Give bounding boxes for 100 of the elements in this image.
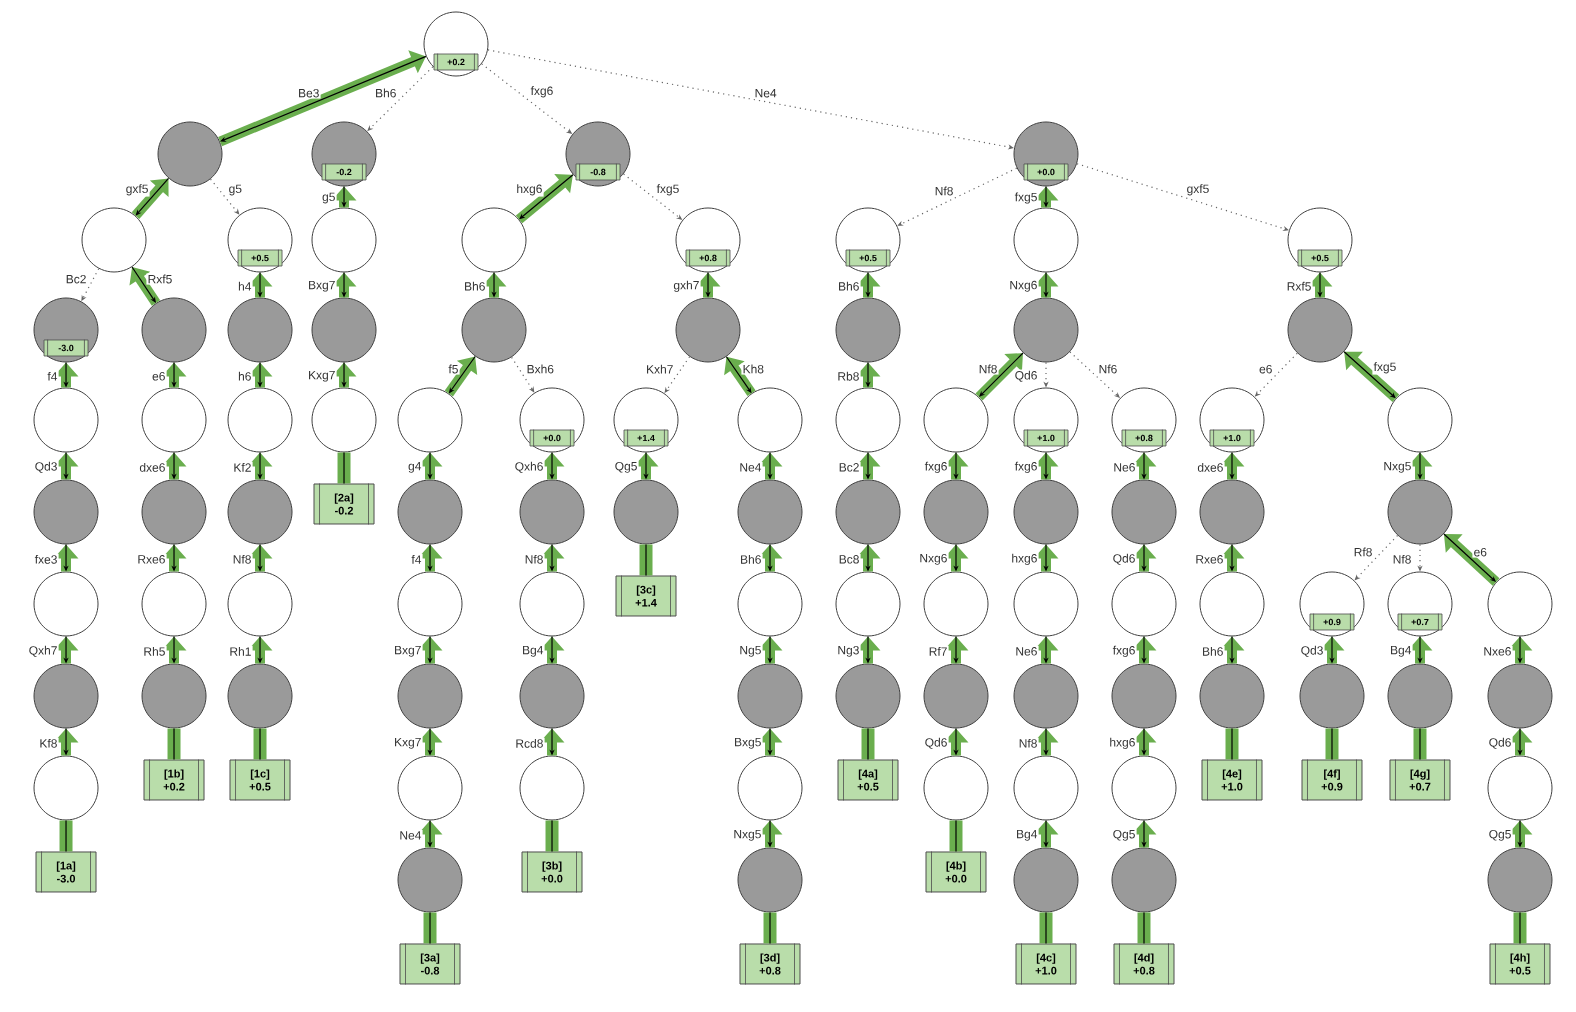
arrow <box>763 911 777 945</box>
position-circle <box>923 479 989 545</box>
arrow <box>639 543 653 577</box>
position-circle <box>835 479 901 545</box>
position-circle <box>141 387 207 453</box>
position-circle <box>1487 755 1553 821</box>
arrow <box>515 174 574 224</box>
arrow <box>337 451 351 485</box>
position-circle <box>227 663 293 729</box>
position-circle <box>33 387 99 453</box>
position-circle <box>461 297 527 363</box>
arrow <box>1343 351 1400 402</box>
position-circle <box>1387 663 1453 729</box>
position-circle <box>141 663 207 729</box>
position-circle <box>397 387 463 453</box>
arrow <box>1443 533 1500 586</box>
position-circle <box>397 479 463 545</box>
position-circle <box>397 755 463 821</box>
position-circle <box>1013 755 1079 821</box>
position-circle <box>1387 387 1453 453</box>
position-circle <box>1111 663 1177 729</box>
position-circle <box>1013 207 1079 273</box>
arrow <box>1413 727 1427 761</box>
position-circle <box>737 571 803 637</box>
arrow <box>218 50 427 147</box>
arrow <box>545 819 559 853</box>
position-circle <box>519 755 585 821</box>
arrow <box>167 727 181 761</box>
position-circle <box>1111 571 1177 637</box>
position-circle <box>737 755 803 821</box>
position-circle <box>1387 479 1453 545</box>
position-circle <box>1111 755 1177 821</box>
arrow <box>253 727 267 761</box>
position-circle <box>311 387 377 453</box>
position-circle <box>1199 479 1265 545</box>
position-circle <box>519 479 585 545</box>
position-circle <box>1299 663 1365 729</box>
arrow <box>975 352 1024 401</box>
position-circle <box>1287 297 1353 363</box>
position-circle <box>519 663 585 729</box>
position-circle <box>835 297 901 363</box>
position-circle <box>737 387 803 453</box>
position-circle <box>1013 297 1079 363</box>
position-circle <box>737 479 803 545</box>
arrow <box>1039 911 1053 945</box>
position-circle <box>1111 847 1177 913</box>
position-circle <box>397 571 463 637</box>
position-circle <box>33 755 99 821</box>
position-circle <box>141 479 207 545</box>
position-circle <box>1111 479 1177 545</box>
arrow <box>59 819 73 853</box>
position-circle <box>461 207 527 273</box>
position-circle <box>311 297 377 363</box>
position-circle <box>141 297 207 363</box>
position-circle <box>519 571 585 637</box>
arrow <box>724 356 756 397</box>
position-circle <box>33 663 99 729</box>
position-circle <box>397 847 463 913</box>
position-circle <box>227 297 293 363</box>
position-circle <box>397 663 463 729</box>
arrow <box>1225 727 1239 761</box>
position-circle <box>737 847 803 913</box>
arrow <box>129 266 161 306</box>
position-circle <box>1199 571 1265 637</box>
position-circle <box>613 479 679 545</box>
position-circle <box>81 207 147 273</box>
position-circle <box>923 755 989 821</box>
arrow <box>861 727 875 761</box>
arrow <box>209 178 240 215</box>
arrow <box>1354 534 1399 581</box>
position-circle <box>1487 571 1553 637</box>
arrow <box>423 911 437 945</box>
position-circle <box>227 479 293 545</box>
position-circle <box>311 207 377 273</box>
position-circle <box>1013 479 1079 545</box>
arrow <box>1325 727 1339 761</box>
arrow <box>511 356 535 393</box>
position-circle <box>1199 663 1265 729</box>
position-circle <box>737 663 803 729</box>
position-circle <box>141 571 207 637</box>
position-circle <box>835 571 901 637</box>
position-circle <box>923 663 989 729</box>
arrow <box>949 819 963 853</box>
position-circle <box>1013 663 1079 729</box>
arrow <box>1513 911 1527 945</box>
position-circle <box>835 387 901 453</box>
position-circle <box>675 297 741 363</box>
position-circle <box>1013 847 1079 913</box>
position-circle <box>1013 571 1079 637</box>
position-circle <box>227 571 293 637</box>
position-circle <box>227 387 293 453</box>
arrow <box>1076 163 1289 231</box>
position-circle <box>1487 847 1553 913</box>
position-circle <box>923 387 989 453</box>
arrow <box>897 167 1018 226</box>
position-circle <box>33 571 99 637</box>
position-circle <box>923 571 989 637</box>
arrow <box>1137 911 1151 945</box>
arrow <box>131 177 170 219</box>
position-circle <box>157 121 223 187</box>
